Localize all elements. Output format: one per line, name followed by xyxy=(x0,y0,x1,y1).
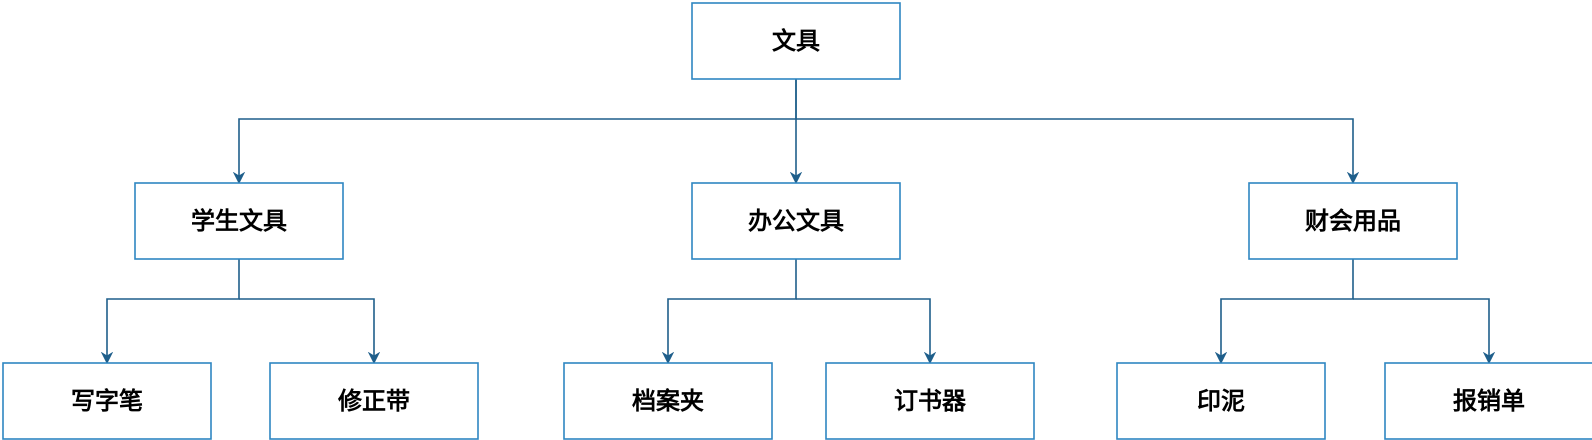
edge-office-to-file-folder xyxy=(668,259,797,362)
edges-finance xyxy=(1221,259,1489,362)
edge-student-to-pen xyxy=(107,259,240,362)
edge-finance-to-expense-form xyxy=(1353,298,1489,362)
node-student-stationery[interactable]: 学生文具 xyxy=(134,182,344,260)
node-inkpad-label: 印泥 xyxy=(1197,387,1245,415)
edges-office xyxy=(668,259,930,362)
node-pen[interactable]: 写字笔 xyxy=(2,362,212,440)
node-finance-supplies-label: 财会用品 xyxy=(1305,207,1401,235)
node-root-label: 文具 xyxy=(772,27,820,55)
edge-root-to-finance xyxy=(796,118,1353,182)
node-correction-tape[interactable]: 修正带 xyxy=(269,362,479,440)
node-file-folder[interactable]: 档案夹 xyxy=(563,362,773,440)
node-finance-supplies[interactable]: 财会用品 xyxy=(1248,182,1458,260)
node-student-stationery-label: 学生文具 xyxy=(191,207,287,235)
node-expense-form-label: 报销单 xyxy=(1453,387,1525,415)
node-stapler-label: 订书器 xyxy=(894,387,967,415)
edges-root xyxy=(239,79,1353,182)
node-office-stationery-label: 办公文具 xyxy=(748,207,844,235)
edge-root-to-student xyxy=(239,79,797,182)
node-stapler[interactable]: 订书器 xyxy=(825,362,1035,440)
edge-student-to-correction-tape xyxy=(239,298,374,362)
node-file-folder-label: 档案夹 xyxy=(632,387,704,415)
node-pen-label: 写字笔 xyxy=(71,387,143,415)
edge-office-to-stapler xyxy=(796,298,930,362)
node-correction-tape-label: 修正带 xyxy=(337,387,410,415)
edge-finance-to-inkpad xyxy=(1221,259,1354,362)
edges-student xyxy=(107,259,374,362)
node-root[interactable]: 文具 xyxy=(691,2,901,80)
node-expense-form[interactable]: 报销单 xyxy=(1384,362,1592,440)
node-inkpad[interactable]: 印泥 xyxy=(1116,362,1326,440)
node-office-stationery[interactable]: 办公文具 xyxy=(691,182,901,260)
